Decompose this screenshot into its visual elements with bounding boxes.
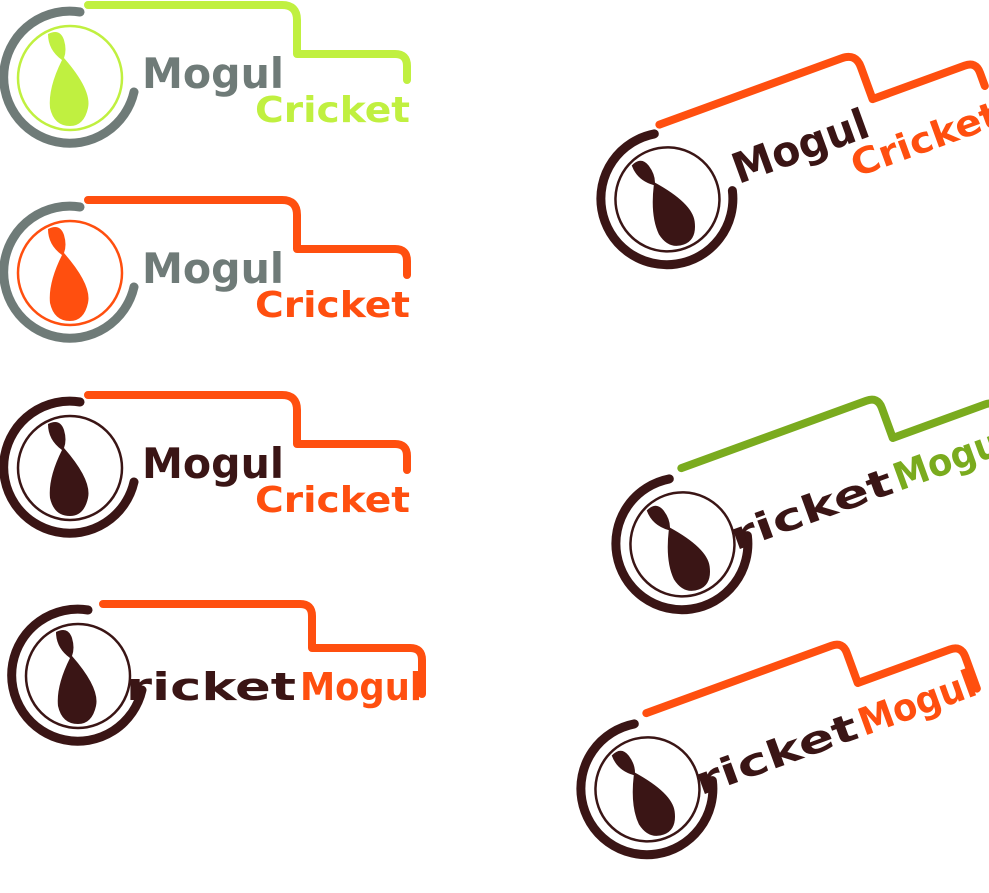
logo-word-2: Cricket <box>255 285 410 326</box>
logo-word-2: Cricket <box>255 480 410 521</box>
logo-word-1: ricket <box>689 704 864 803</box>
inner-circle <box>614 146 721 253</box>
outer-arc <box>0 396 139 538</box>
stepped-line <box>642 640 981 718</box>
logo-word-1: ricket <box>126 665 296 709</box>
logo-word-1: Mogul <box>142 244 284 293</box>
logo-word-1: Mogul <box>142 49 284 98</box>
outer-arc <box>0 6 139 148</box>
inner-circle <box>16 219 124 327</box>
stepped-line <box>99 600 426 698</box>
logo-word-2: Mogul <box>300 665 422 709</box>
cricket-ball-drop-icon <box>56 630 97 724</box>
outer-arc <box>576 719 718 860</box>
cricket-ball-drop-icon <box>631 160 695 246</box>
inner-circle <box>594 736 701 843</box>
stepped-line <box>677 395 989 473</box>
logo-word-1: ricket <box>724 459 899 558</box>
cricket-ball-drop-icon <box>611 750 675 836</box>
outer-arc <box>0 201 139 343</box>
outer-arc <box>611 474 753 615</box>
logo-word-2: Cricket <box>845 94 989 186</box>
logo-word-2: Mogul <box>887 416 989 499</box>
stepped-line <box>84 391 411 474</box>
cricket-ball-drop-icon <box>48 227 89 321</box>
inner-circle <box>24 622 132 730</box>
outer-arc <box>7 604 147 746</box>
stepped-line <box>84 1 411 84</box>
outer-arc <box>596 129 738 270</box>
cricket-ball-drop-icon <box>48 422 89 516</box>
stepped-line <box>84 196 411 279</box>
logo-word-1: Mogul <box>142 439 284 488</box>
logo-word-2: Cricket <box>255 90 410 131</box>
cricket-ball-drop-icon <box>646 505 710 591</box>
inner-circle <box>16 24 124 132</box>
inner-circle <box>629 491 736 598</box>
inner-circle <box>16 414 124 522</box>
cricket-ball-drop-icon <box>48 32 89 126</box>
stepped-line <box>655 52 989 129</box>
